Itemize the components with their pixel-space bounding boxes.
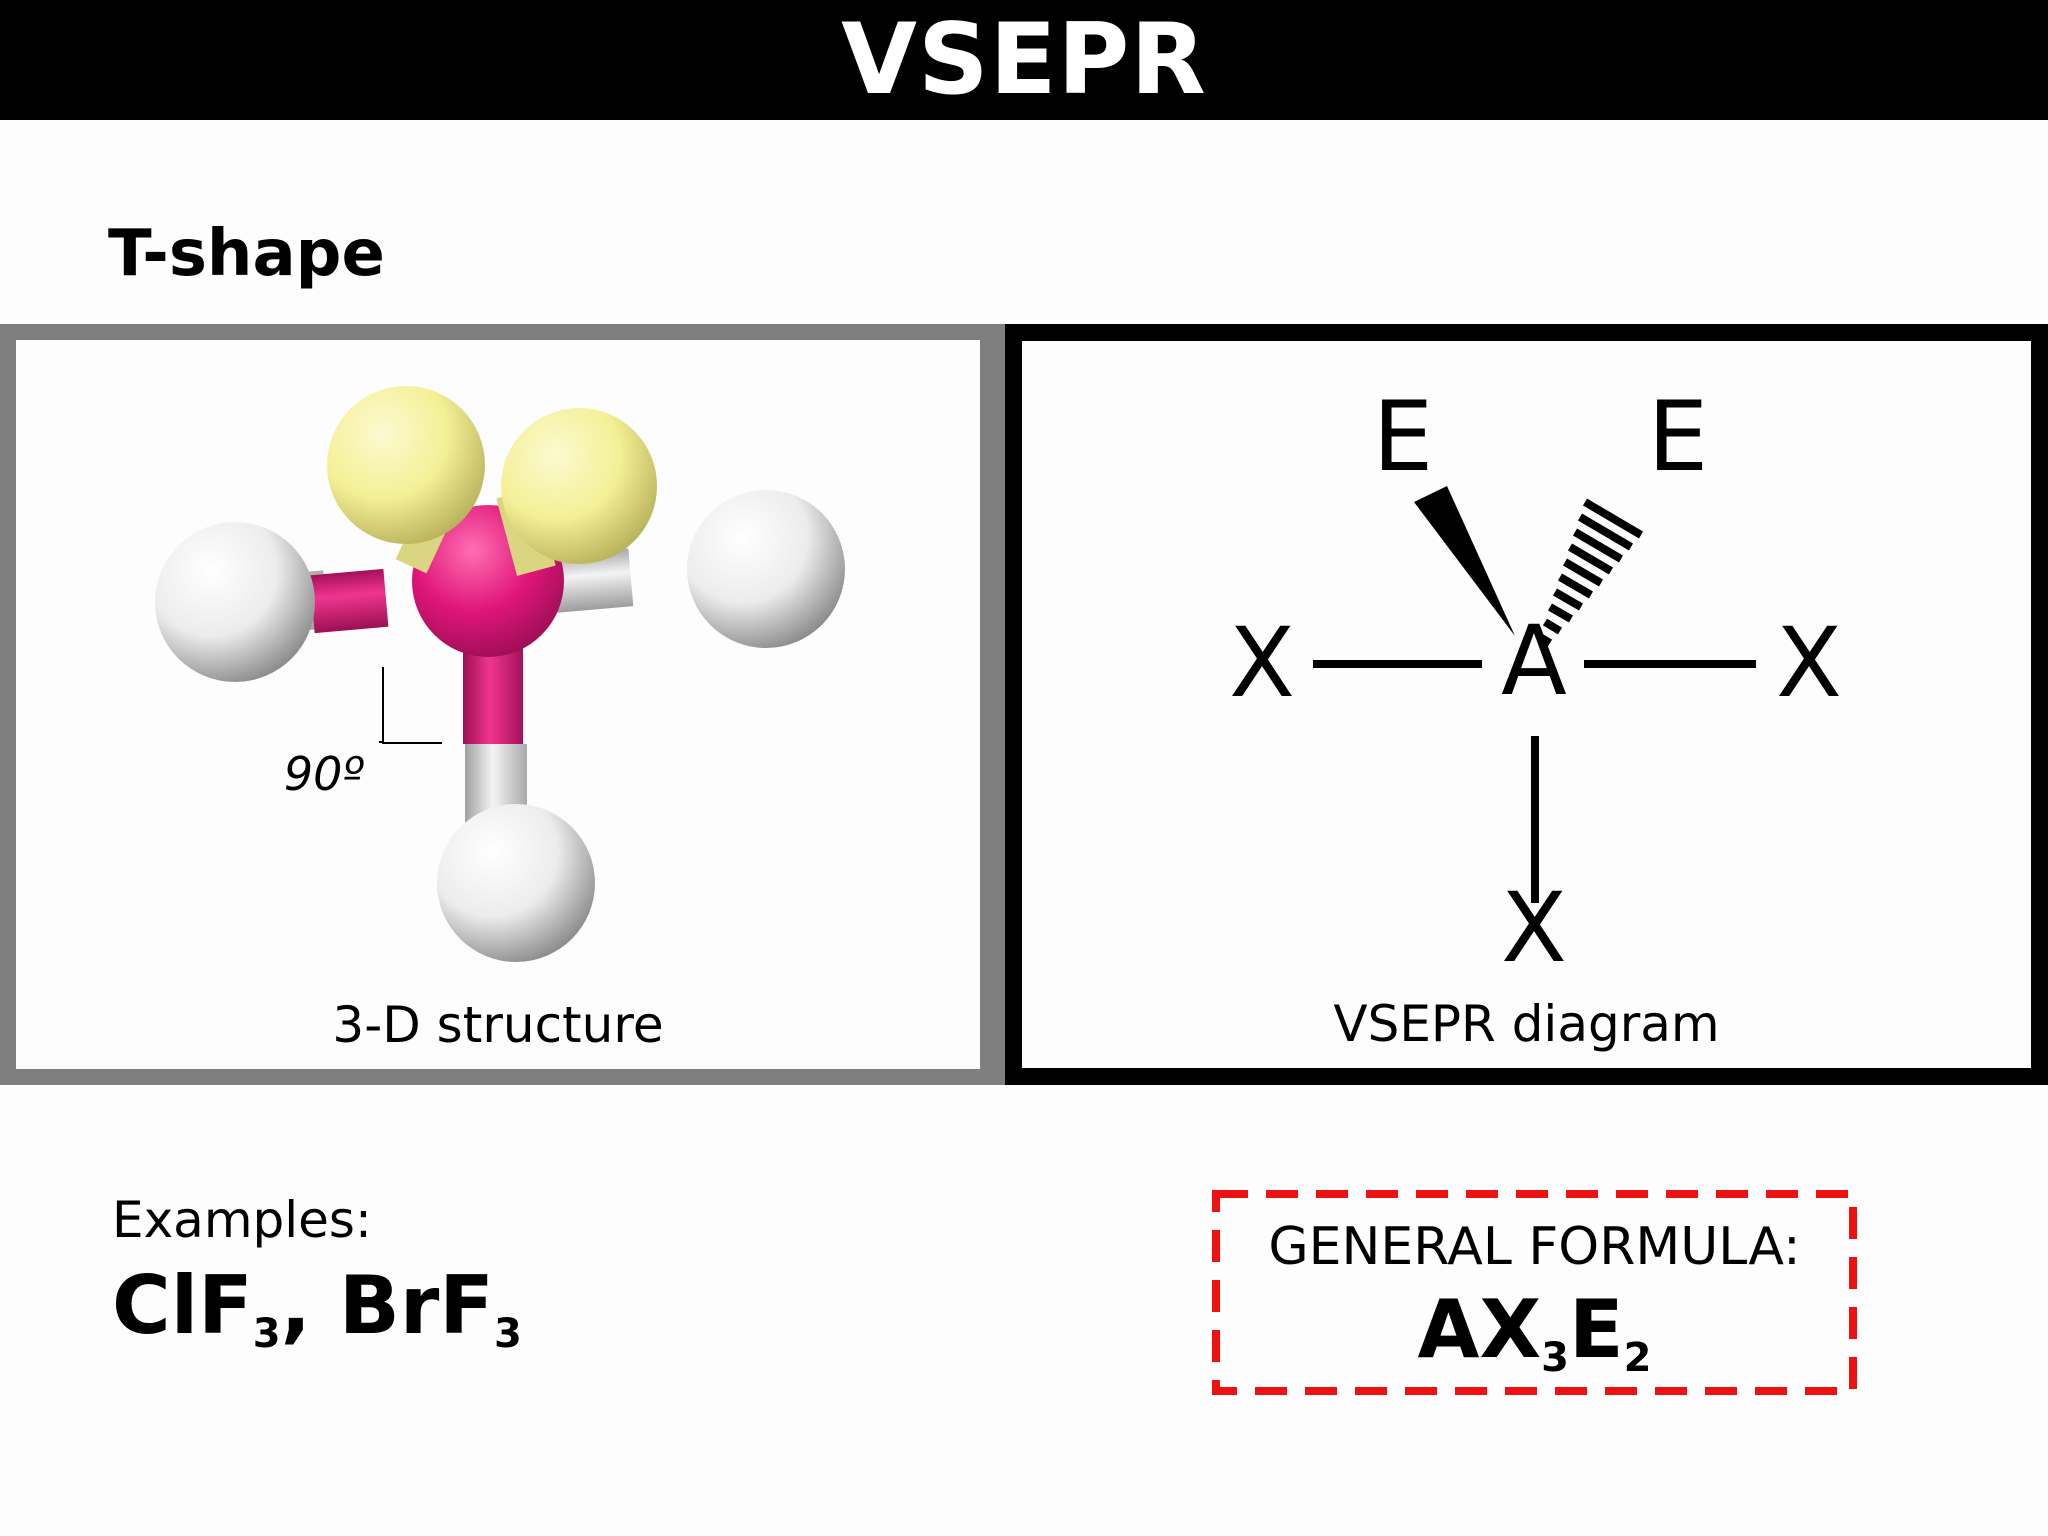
structure-panel: 90º 3-D structure [0, 324, 996, 1085]
structure-caption: 3-D structure [332, 996, 664, 1054]
page-title: VSEPR [841, 3, 1207, 117]
vsepr-structure: A E E X X X [1229, 381, 1842, 984]
lone-pair-label-left: E [1373, 381, 1434, 493]
angle-label: 90º [284, 747, 365, 801]
example-formula: ClF3, [112, 1259, 312, 1357]
molecule-3d-model: 90º [155, 386, 845, 962]
bonded-atom-label-left: X [1229, 607, 1295, 719]
atom-x-bottom [437, 804, 595, 962]
diagram-panel: A E E X X X VSEPR diagram [1005, 324, 2048, 1085]
atom-x-right [687, 490, 845, 648]
example-formula: BrF3 [338, 1259, 522, 1357]
shape-name: T-shape [108, 217, 385, 291]
general-formula-label: GENERAL FORMULA: [1268, 1217, 1801, 1277]
bond-down-central-half [463, 640, 523, 744]
bonded-atom-label-right: X [1776, 607, 1842, 719]
lone-pair-right [501, 408, 657, 564]
wedge-bond [1414, 486, 1515, 636]
lone-pair-left [327, 386, 485, 544]
central-atom-label: A [1501, 605, 1567, 717]
diagram-caption: VSEPR diagram [1333, 995, 1720, 1053]
examples-formulas: ClF3, BrF3 [112, 1259, 522, 1357]
atom-x-left [155, 522, 315, 682]
right-angle-marker [382, 667, 442, 744]
dashed-border [1212, 1190, 1857, 1395]
title-bar: VSEPR [0, 0, 2048, 120]
general-formula-value: AX3E2 [1417, 1283, 1652, 1381]
hashed-bond [1537, 498, 1644, 647]
general-formula-box: GENERAL FORMULA: AX3E2 [1212, 1190, 1857, 1395]
examples-label: Examples: [112, 1191, 372, 1249]
bond-left-central-half [309, 568, 389, 634]
bonded-atom-label-bottom: X [1501, 872, 1567, 984]
lone-pair-label-right: E [1648, 381, 1709, 493]
